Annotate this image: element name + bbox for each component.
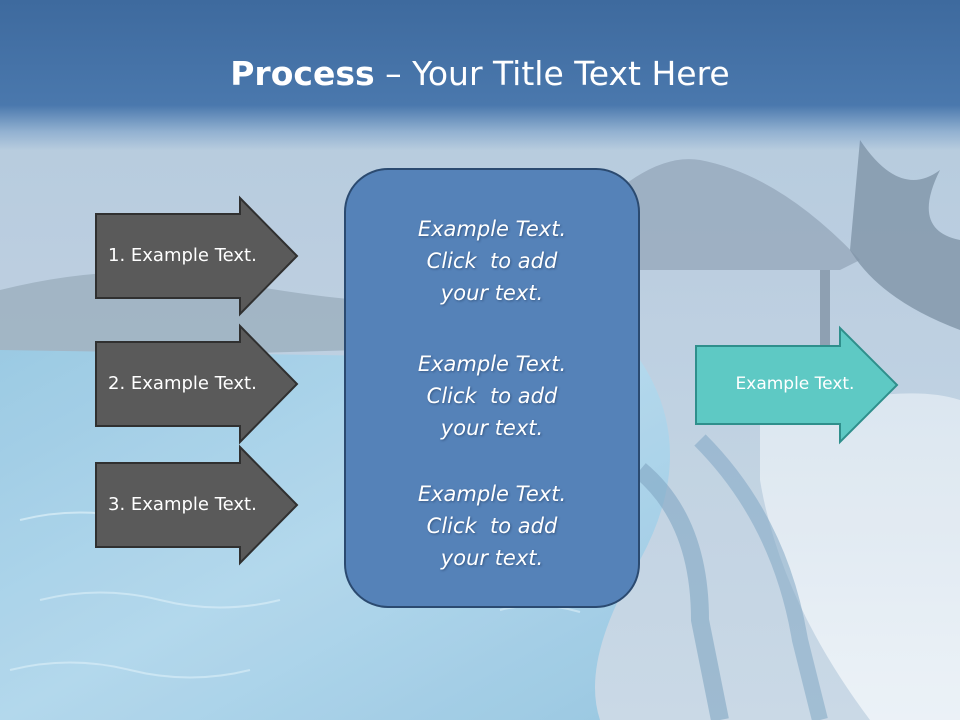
- input-arrow-3-label: 3. Example Text.: [108, 494, 257, 515]
- process-text-2-line3: your text.: [440, 416, 544, 440]
- process-text-block-1[interactable]: Example Text. Click to add your text.: [344, 213, 640, 309]
- process-text-1-line2: Click to add: [426, 249, 558, 273]
- process-box[interactable]: [344, 168, 640, 608]
- process-text-2-line2: Click to add: [426, 384, 558, 408]
- output-arrow-label: Example Text.: [735, 374, 855, 394]
- process-text-3-line1: Example Text.: [417, 482, 567, 506]
- process-text-block-2[interactable]: Example Text. Click to add your text.: [344, 348, 640, 444]
- input-arrow-2[interactable]: [95, 323, 299, 445]
- process-text-3-line3: your text.: [440, 546, 544, 570]
- input-arrow-2-label: 2. Example Text.: [108, 373, 257, 394]
- process-text-1-line1: Example Text.: [417, 217, 567, 241]
- title-bar: [0, 0, 960, 150]
- process-text-3-line2: Click to add: [426, 514, 558, 538]
- slide-title-bold: Process: [230, 54, 375, 93]
- slide-title-rest: – Your Title Text Here: [374, 54, 730, 93]
- output-arrow[interactable]: [695, 325, 899, 445]
- process-text-block-3[interactable]: Example Text. Click to add your text.: [344, 478, 640, 574]
- input-arrow-1-label: 1. Example Text.: [108, 245, 257, 266]
- slide-title: Process – Your Title Text Here: [0, 52, 960, 96]
- input-arrow-1[interactable]: [95, 195, 299, 317]
- process-text-2-line1: Example Text.: [417, 352, 567, 376]
- input-arrow-3[interactable]: [95, 444, 299, 566]
- process-text-1-line3: your text.: [440, 281, 544, 305]
